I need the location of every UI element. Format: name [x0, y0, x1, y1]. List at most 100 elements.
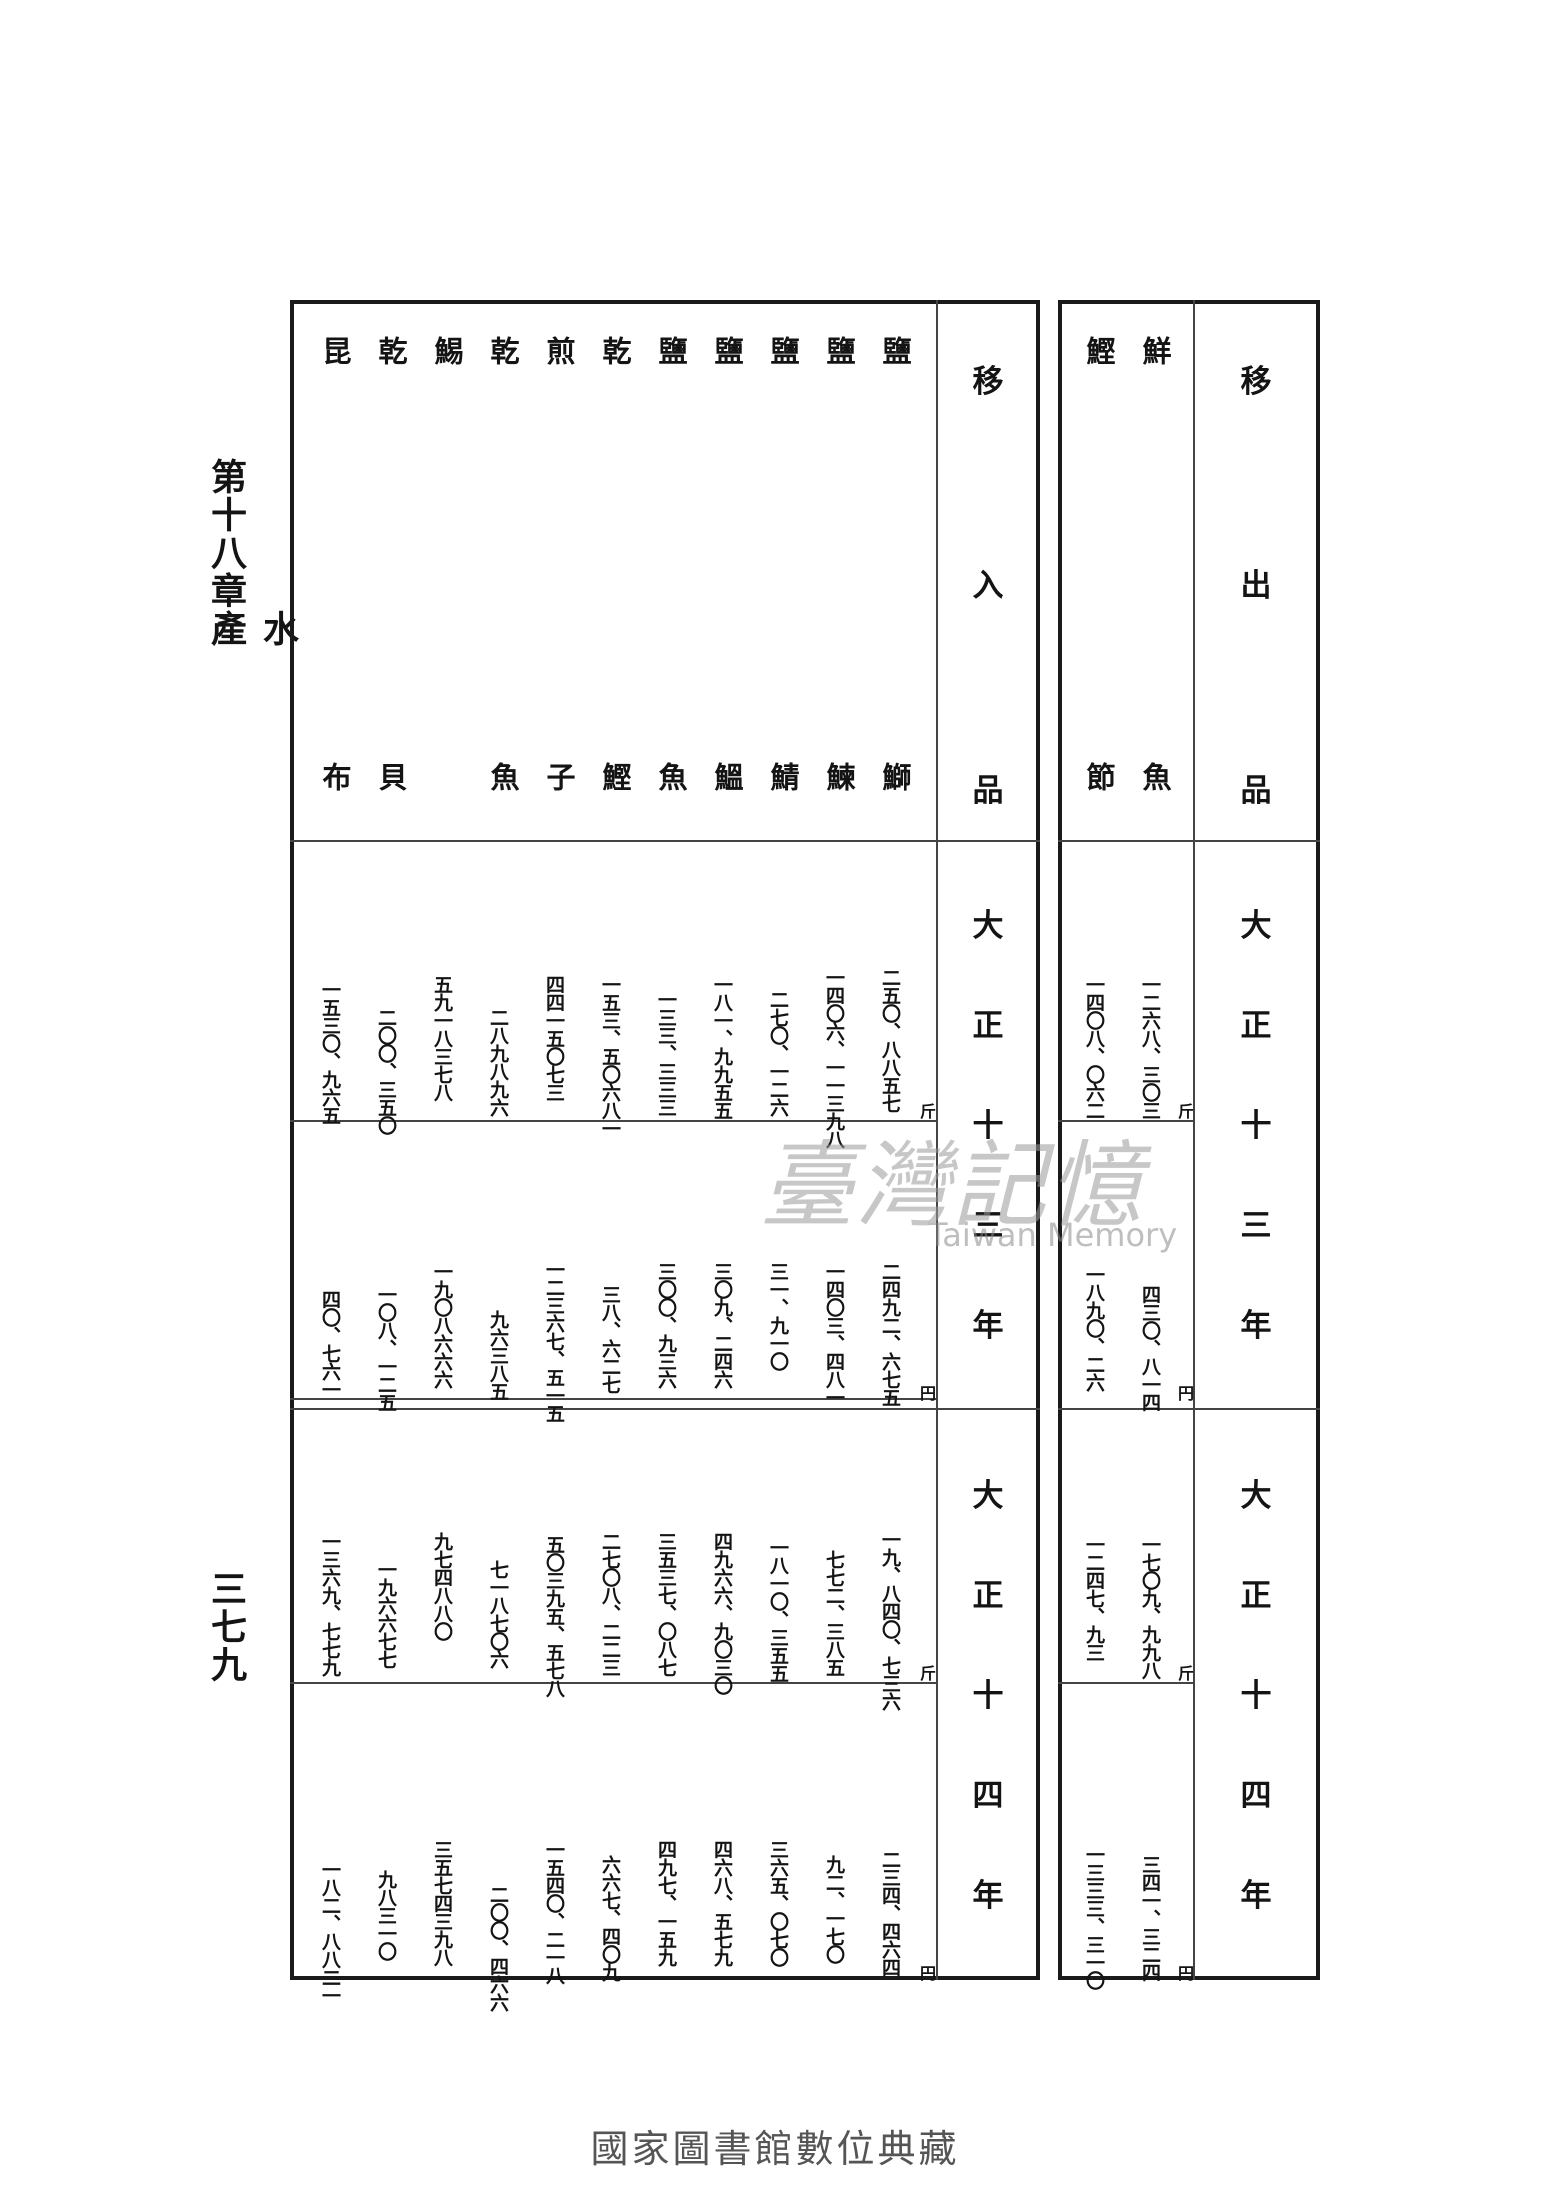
value-cell: 一四〇八、〇六二 — [1083, 975, 1105, 1119]
period-header-char: 四 — [1240, 1778, 1272, 1814]
unit-label: 円 — [1178, 1964, 1195, 1983]
item-name-bottom: 魚 — [654, 762, 688, 791]
item-name-bottom: 布 — [318, 762, 352, 791]
value-cell: 七一八七〇六 — [487, 1560, 509, 1668]
item-name-bottom: 魚 — [1138, 762, 1172, 791]
imports-table: 移 入 品 大 正 十 三 年 大 正 十 四 年 斤 円 斤 円 鹽 鰤 二五… — [290, 300, 1040, 2011]
item-name-top: 鮮 — [1138, 336, 1172, 365]
item-name-top: 鹽 — [654, 336, 688, 365]
period-header-char: 十 — [1240, 1108, 1272, 1144]
value-cell: 九八三一〇 — [375, 1870, 397, 1960]
watermark-chinese: 臺灣記憶 — [760, 1132, 1145, 1241]
value-cell: 九六三八五 — [487, 1310, 509, 1400]
table-rule — [290, 1682, 938, 1684]
item-name-top: 乾 — [374, 336, 408, 365]
period-header-char: 大 — [972, 1478, 1004, 1514]
value-cell: 一三三、三三三 — [655, 990, 677, 1116]
value-cell: 二〇〇、四六六 — [487, 1885, 509, 2011]
item-name-top: 昆 — [318, 336, 352, 365]
item-name-bottom: 鰹 — [598, 762, 632, 791]
value-cell: 一二三六七、五一五 — [543, 1260, 565, 1422]
unit-label: 円 — [920, 1384, 937, 1403]
period-header-char: 大 — [1240, 1478, 1272, 1514]
table-rule — [1058, 840, 1320, 842]
value-cell: 四四一五〇七三 — [543, 975, 565, 1101]
period-header-char: 正 — [972, 1008, 1004, 1044]
value-cell: 一五三、五〇六八一 — [599, 975, 621, 1137]
item-name-top: 鹽 — [822, 336, 856, 365]
section-title-char: 出 — [1240, 568, 1272, 604]
unit-label: 斤 — [1178, 1664, 1195, 1683]
value-cell: 二〇〇、三五〇 — [375, 1008, 397, 1134]
exports-table: 移 出 品 大 正 十 三 年 大 正 十 四 年 斤 円 斤 円 鮮 魚 一二… — [1058, 300, 1320, 1989]
watermark-english: Taiwan Memory — [928, 1216, 1178, 1254]
value-cell: 二五〇、八八五七 — [879, 968, 901, 1112]
section-title-char: 品 — [1240, 773, 1272, 809]
watermark-logo: 臺灣記憶 Taiwan Memory — [760, 1110, 1240, 1260]
period-header-char: 正 — [1240, 1008, 1272, 1044]
value-cell: 三五三七、〇八七 — [655, 1532, 677, 1676]
chapter-title: 第十八章 — [205, 458, 247, 610]
item-name-top: 煎 — [542, 336, 576, 365]
section-title-char: 入 — [972, 568, 1004, 604]
value-cell: 三一、九一〇 — [767, 1262, 789, 1370]
value-cell: 四九六六、九〇三〇 — [711, 1532, 733, 1694]
item-name-top: 鰹 — [1082, 336, 1116, 365]
table-rule — [1193, 300, 1195, 1980]
table-rule — [290, 1120, 938, 1122]
value-cell: 四九七、一五九 — [655, 1840, 677, 1966]
period-header-char: 十 — [1240, 1678, 1272, 1714]
item-name-top: 乾 — [598, 336, 632, 365]
section-title-char: 移 — [972, 364, 1004, 400]
table-rule — [1058, 1408, 1320, 1410]
section-title-char: 移 — [1240, 364, 1272, 400]
value-cell: 七七二、三八五 — [823, 1550, 845, 1676]
value-cell: 三四一、三二四 — [1139, 1855, 1161, 1981]
item-name-top: 鹽 — [766, 336, 800, 365]
value-cell: 二七〇、一二六 — [767, 990, 789, 1116]
value-cell: 一九、八四〇、七三六 — [879, 1530, 901, 1710]
section-title-char: 品 — [972, 773, 1004, 809]
value-cell: 二四九二、六七五 — [879, 1262, 901, 1406]
item-name-bottom: 節 — [1082, 762, 1116, 791]
value-cell: 二三四、四六四 — [879, 1850, 901, 1976]
period-header-char: 三 — [972, 1208, 1004, 1244]
item-name-bottom: 魚 — [486, 762, 520, 791]
table-rule — [290, 1408, 1040, 1410]
value-cell: 一五四〇、二一八 — [543, 1840, 565, 1984]
period-header-char: 大 — [1240, 908, 1272, 944]
item-name-bottom: 鯖 — [766, 762, 800, 791]
value-cell: 三八、六二七 — [599, 1285, 621, 1393]
period-header-char: 年 — [972, 1878, 1004, 1914]
period-header-char: 四 — [972, 1778, 1004, 1814]
value-cell: 一四〇三、四八一 — [823, 1262, 845, 1406]
value-cell: 三六五、〇七〇 — [767, 1840, 789, 1966]
value-cell: 三〇〇、九三六 — [655, 1262, 677, 1388]
value-cell: 五〇三九五、五七八 — [543, 1535, 565, 1697]
table-rule — [1058, 1682, 1195, 1684]
value-cell: 一八一〇、三五五 — [767, 1538, 789, 1682]
unit-label: 円 — [920, 1964, 937, 1983]
table-rule — [290, 1398, 938, 1400]
footer-credit: 國家圖書館數位典藏 — [590, 2127, 960, 2171]
item-name-bottom: 鰊 — [822, 762, 856, 791]
value-cell: 一八九〇、二六 — [1083, 1265, 1105, 1391]
value-cell: 六六七、四〇九 — [599, 1855, 621, 1981]
value-cell: 一〇八、一二五 — [375, 1285, 397, 1411]
value-cell: 一八一、九九五五 — [711, 975, 733, 1119]
item-name-bottom: 貝 — [374, 762, 408, 791]
table-rule — [936, 300, 938, 1980]
item-name-top: 乾 — [486, 336, 520, 365]
period-header-char: 正 — [972, 1578, 1004, 1614]
page-number: 三七九 — [205, 1570, 247, 1684]
unit-label: 円 — [1178, 1384, 1195, 1403]
period-header-char: 年 — [1240, 1878, 1272, 1914]
value-cell: 一二六八、三〇三 — [1139, 975, 1161, 1119]
item-name-bottom: 鰮 — [710, 762, 744, 791]
item-name-top: 鯣 — [430, 336, 464, 365]
imports-table-frame — [290, 300, 1040, 1980]
value-cell: 一九六六七七 — [375, 1560, 397, 1668]
value-cell: 四六八、五七九 — [711, 1840, 733, 1966]
value-cell: 四三〇、八一四 — [1139, 1285, 1161, 1411]
